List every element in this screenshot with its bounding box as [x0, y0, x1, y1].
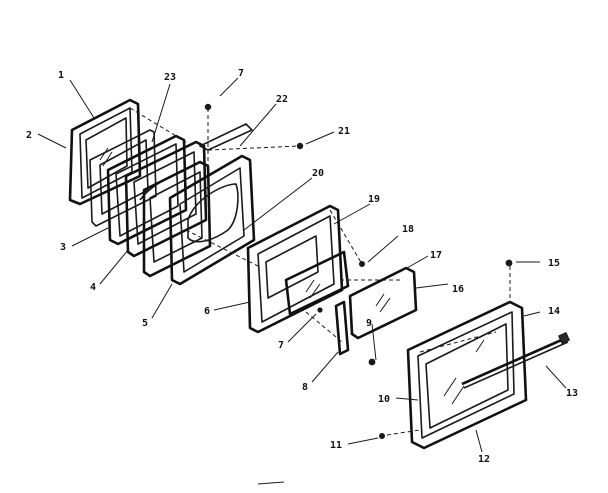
- callout-3: 3: [60, 242, 66, 253]
- callout-8: 8: [302, 382, 308, 393]
- screw-9: [368, 358, 376, 366]
- assembly-dash-lines: [129, 107, 511, 437]
- part-door-panel-20: [168, 123, 256, 286]
- callout-20: 20: [312, 168, 324, 179]
- screw-21: [296, 142, 304, 150]
- part-glass-16: [348, 266, 418, 340]
- callout-7-lower: 7: [278, 340, 284, 351]
- leader-lines: [37, 77, 567, 453]
- screw-18: [359, 261, 365, 267]
- screw-7-top: [204, 103, 212, 111]
- screw-7-lower: [317, 307, 323, 313]
- callout-4: 4: [90, 282, 96, 293]
- callout-21: 21: [338, 126, 350, 137]
- screw-15: [505, 259, 513, 267]
- callout-13: 13: [566, 388, 578, 399]
- callout-labels: 1 2 3 4 5 6 7 7 8 9 10 11 12 13 14 15 16…: [26, 68, 578, 465]
- callout-11: 11: [330, 440, 342, 451]
- part-bracket-8: [334, 300, 350, 356]
- callout-17: 17: [430, 250, 442, 261]
- callout-12: 12: [478, 454, 490, 465]
- callout-16-glass: 16: [452, 284, 464, 295]
- scan-mark: [257, 481, 285, 485]
- callout-15: 15: [548, 258, 560, 269]
- part-handle-13: [461, 332, 570, 389]
- callout-1: 1: [58, 70, 64, 81]
- callout-5: 5: [142, 318, 148, 329]
- callout-9: 9: [366, 318, 372, 329]
- fasteners: [204, 103, 513, 439]
- callout-18: 18: [402, 224, 414, 235]
- part-frame-3: [106, 134, 188, 246]
- part-inner-panel-23: [89, 129, 157, 227]
- callout-22: 22: [276, 94, 288, 105]
- callout-10: 10: [378, 394, 390, 405]
- part-window-frame-6: [246, 204, 350, 334]
- part-outer-door-12: [406, 300, 528, 450]
- callout-6: 6: [204, 306, 210, 317]
- callout-7-top: 7: [238, 68, 244, 79]
- callout-23: 23: [164, 72, 176, 83]
- callout-14: 14: [548, 306, 560, 317]
- callout-19: 19: [368, 194, 380, 205]
- part-gasket-4: [124, 140, 208, 258]
- screw-11: [379, 433, 385, 439]
- callout-2: 2: [26, 130, 32, 141]
